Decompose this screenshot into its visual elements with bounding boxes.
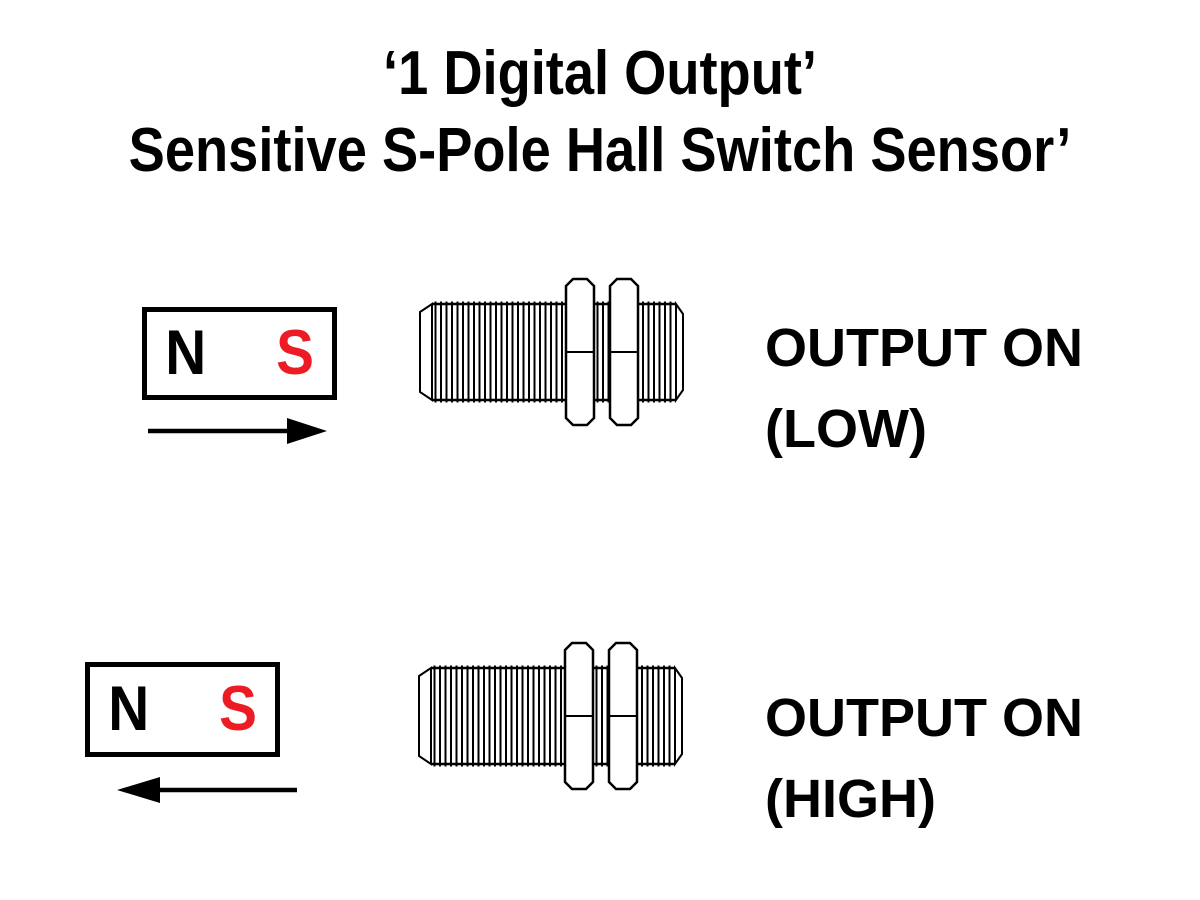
page-title: ‘1 Digital Output’ Sensitive S-Pole Hall… (0, 35, 1200, 189)
hall-sensor-illustration (419, 277, 684, 427)
output-state-label: OUTPUT ON (HIGH) (765, 678, 1083, 840)
right-arrow-icon (148, 418, 327, 444)
output-state-label: OUTPUT ON (LOW) (765, 308, 1083, 470)
output-level-text: (LOW) (765, 399, 927, 459)
output-on-text: OUTPUT ON (765, 688, 1083, 748)
output-on-text: OUTPUT ON (765, 318, 1083, 378)
title-line-1: ‘1 Digital Output’ (383, 39, 817, 108)
north-pole-label: N (165, 318, 207, 388)
output-level-text: (HIGH) (765, 769, 936, 829)
magnet-bar: N S (85, 662, 280, 757)
north-pole-label: N (108, 674, 150, 744)
left-arrow-icon (117, 777, 297, 803)
south-pole-label: S (219, 674, 257, 744)
magnet-bar: N S (142, 307, 337, 400)
hall-sensor-illustration (418, 641, 683, 791)
title-line-2: Sensitive S-Pole Hall Switch Sensor’ (128, 116, 1072, 185)
south-pole-label: S (276, 318, 314, 388)
